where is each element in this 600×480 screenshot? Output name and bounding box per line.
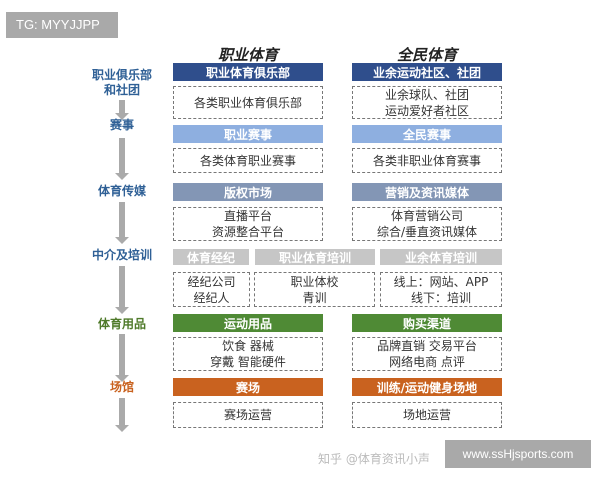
tg-badge: TG: MYYJJPP — [6, 12, 118, 38]
box-pro-club: 各类职业体育俱乐部 — [173, 86, 323, 119]
header-amateur-training: 业余体育培训 — [380, 249, 502, 265]
box-line: 经纪人 — [193, 290, 230, 305]
box-fitness: 场地运营 — [352, 402, 502, 428]
arrow-down-icon — [115, 202, 129, 244]
box-channels: 品牌直销 交易平台网络电商 点评 — [352, 337, 502, 371]
header-pro-training: 职业体育培训 — [255, 249, 375, 265]
arrow-down-icon — [115, 266, 129, 314]
header-rights: 版权市场 — [173, 183, 323, 201]
stage-club: 职业俱乐部 和社团 — [91, 68, 152, 97]
box-line: 各类职业体育俱乐部 — [193, 95, 302, 110]
box-amateur-club: 业余球队、社团运动爱好者社区 — [352, 86, 502, 119]
stage-agency: 中介及培训 — [91, 248, 152, 262]
arrow-down-icon — [115, 398, 129, 432]
box-line: 运动爱好者社区 — [384, 103, 469, 118]
box-line: 经纪公司 — [187, 274, 236, 289]
box-mass-event: 各类非职业体育赛事 — [352, 148, 502, 173]
site-badge: www.ssHjsports.com — [445, 440, 591, 468]
header-goods: 运动用品 — [173, 314, 323, 332]
header-channels: 购买渠道 — [352, 314, 502, 332]
header-mass-event: 全民赛事 — [352, 125, 502, 143]
stage-venue: 场馆 — [109, 380, 134, 394]
arrow-down-icon — [115, 100, 129, 120]
watermark: 知乎 @体育资讯小声 — [318, 452, 430, 466]
box-line: 网络电商 点评 — [389, 355, 465, 369]
box-line: 各类体育职业赛事 — [199, 153, 296, 168]
box-agent: 经纪公司经纪人 — [173, 272, 250, 307]
box-line: 职业体校 — [290, 274, 339, 289]
box-line: 各类非职业体育赛事 — [372, 153, 481, 168]
arrow-down-icon — [115, 334, 129, 382]
box-line: 品牌直销 交易平台 — [377, 339, 477, 353]
box-pro-event: 各类体育职业赛事 — [173, 148, 323, 173]
column-title-pro: 职业体育 — [217, 46, 278, 64]
header-arena: 赛场 — [173, 378, 323, 396]
box-line: 青训 — [302, 290, 327, 305]
box-marketing: 体育营销公司综合/垂直资讯媒体 — [352, 207, 502, 241]
box-line: 饮食 器械 — [222, 339, 274, 353]
header-amateur-club: 业余运动社区、社团 — [352, 63, 502, 81]
box-arena: 赛场运营 — [173, 402, 323, 428]
header-pro-event: 职业赛事 — [173, 125, 323, 143]
box-line: 赛场运营 — [223, 408, 272, 422]
header-fitness: 训练/运动健身场地 — [352, 378, 502, 396]
box-line: 场地运营 — [402, 408, 451, 422]
header-agent: 体育经纪 — [173, 249, 249, 265]
stage-media: 体育传媒 — [97, 184, 146, 198]
stage-goods: 体育用品 — [97, 317, 146, 331]
box-line: 线上：网站、APP — [393, 274, 489, 289]
box-line: 体育营销公司 — [390, 209, 463, 223]
box-line: 业余球队、社团 — [384, 87, 469, 102]
header-pro-club: 职业体育俱乐部 — [173, 63, 323, 81]
arrow-down-icon — [115, 138, 129, 180]
column-title-mass: 全民体育 — [396, 46, 457, 64]
header-marketing: 营销及资讯媒体 — [352, 183, 502, 201]
box-line: 直播平台 — [223, 209, 272, 223]
box-pro-training: 职业体校青训 — [254, 272, 375, 307]
box-rights: 直播平台资源整合平台 — [173, 207, 323, 241]
stage-event: 赛事 — [109, 118, 134, 132]
box-line: 综合/垂直资讯媒体 — [376, 225, 478, 239]
box-goods: 饮食 器械穿戴 智能硬件 — [173, 337, 323, 371]
box-line: 穿戴 智能硬件 — [210, 355, 286, 369]
box-line: 线下：培训 — [410, 290, 471, 305]
box-line: 资源整合平台 — [211, 225, 284, 239]
